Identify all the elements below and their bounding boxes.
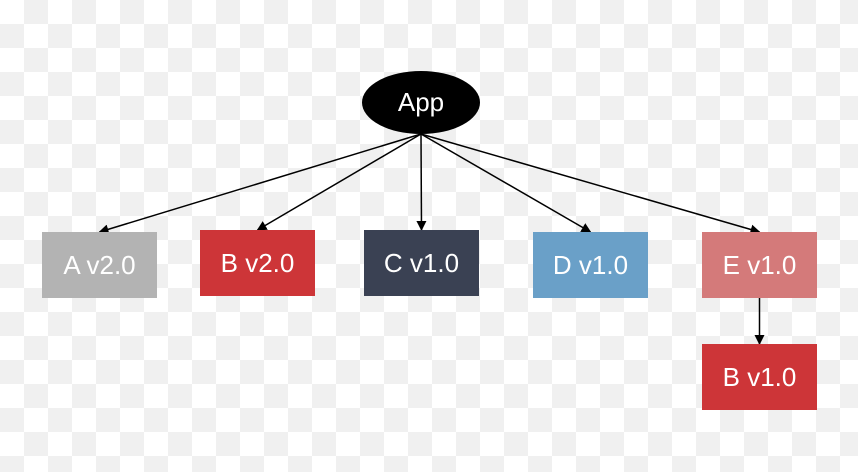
node-a-v2: A v2.0 (42, 232, 157, 298)
node-b-v2-label: B v2.0 (220, 247, 295, 278)
node-d-v1: D v1.0 (533, 232, 648, 298)
node-a-v2-label: A v2.0 (63, 249, 136, 280)
edge-app-to-a2 (98, 133, 422, 235)
edge-app-to-c1 (416, 133, 427, 231)
node-b-v2: B v2.0 (200, 230, 315, 296)
node-e-v1-label: E v1.0 (722, 249, 797, 280)
edge-app-to-b2 (256, 133, 422, 231)
node-d-v1-label: D v1.0 (552, 249, 629, 280)
edge-app-to-e1 (420, 133, 761, 235)
node-app: App (362, 71, 480, 134)
node-b-v1-label: B v1.0 (722, 361, 797, 392)
node-b-v1: B v1.0 (702, 344, 817, 410)
node-c-v1: C v1.0 (364, 230, 479, 296)
node-c-v1-label: C v1.0 (383, 247, 460, 278)
edge-app-to-d1 (420, 133, 592, 233)
edges (98, 133, 765, 345)
node-e-v1: E v1.0 (702, 232, 817, 298)
node-app-label: App (397, 87, 445, 117)
